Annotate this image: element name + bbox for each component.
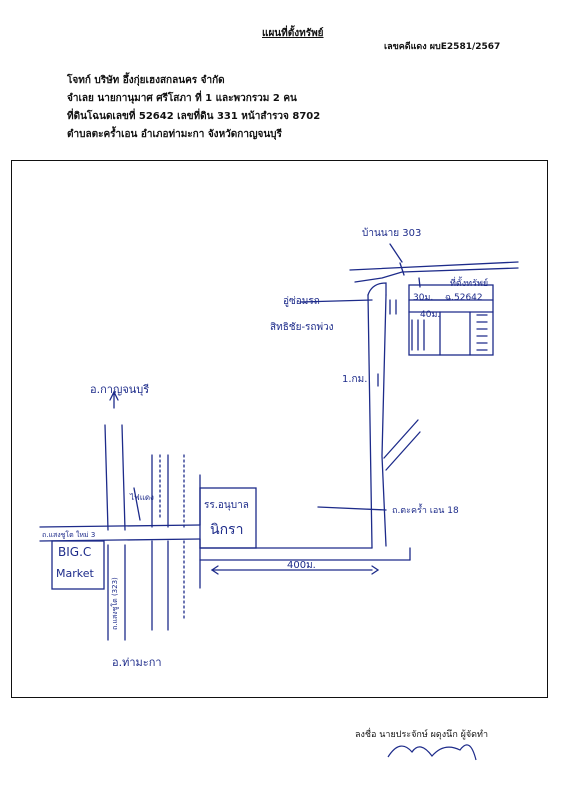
vertical-road-label: ถ.แสงชูโต (323) [110, 577, 119, 630]
deed-line: ที่ดินโฉนดเลขที่ 52642 เลขที่ดิน 331 หน้… [67, 111, 321, 122]
left-road-label: ถ.แสงชูโต ใหม่ 3 [42, 530, 95, 539]
left-road-2 [121, 424, 126, 531]
location-line: ตำบลตะคร้ำเอน อำเภอท่ามะกา จังหวัดกาญจนบ… [67, 129, 282, 140]
depth-label: 40ม. [420, 310, 440, 320]
plaintiff-line: โจทก์ บริษัท อึ้งกุ่ยเฮงสกลนคร จำกัด [67, 75, 225, 86]
school-label-2: นิกรา [210, 522, 243, 538]
side-road-right [381, 294, 387, 547]
shop-label: อู่ซ่อมรถ [283, 296, 320, 307]
width-label: 30ม. [413, 293, 433, 303]
page-title: แผนที่ตั้งทรัพย์ [262, 28, 324, 39]
side-road-left [367, 294, 373, 549]
thamaka-label: อ.ท่ามะกา [112, 656, 162, 669]
map-frame [11, 160, 548, 698]
distance-400m-label: 400ม. [287, 560, 316, 571]
road-takhram-label: ถ.ตะคร้ำ เอน 18 [392, 503, 459, 516]
property-plot [408, 284, 494, 356]
left-road-1 [104, 424, 109, 531]
top-road-lower [354, 267, 519, 283]
defendant-line: จำเลย นายกานุมาศ ศรีโสภา ที่ 1 และพวกรวม… [67, 93, 297, 104]
school-label: รร.อนุบาล [204, 500, 249, 511]
shop-label-2: สิทธิชัย-รถพ่วง [270, 322, 334, 333]
big-c-label: BIG.C [58, 545, 91, 559]
market-label: Market [56, 567, 94, 580]
distance-1km-label: 1.กม. [342, 374, 367, 385]
signature-line: ลงชื่อ นายประจักษ์ ผดุงนึก ผู้จัดทำ [355, 730, 489, 740]
case-number: เลขคดีแดง ผบE2581/2567 [384, 42, 501, 52]
traffic-light-label: ไฟแดง [129, 493, 154, 502]
deed-number-label: ฉ.52642 [445, 293, 483, 303]
kanchanaburi-label: อ.กาญจนบุรี [90, 383, 149, 396]
top-road-upper [349, 261, 519, 271]
property-label: ที่ตั้งทรัพย์ [450, 276, 488, 289]
ban-nai-label: บ้านนาย 303 [362, 227, 421, 239]
